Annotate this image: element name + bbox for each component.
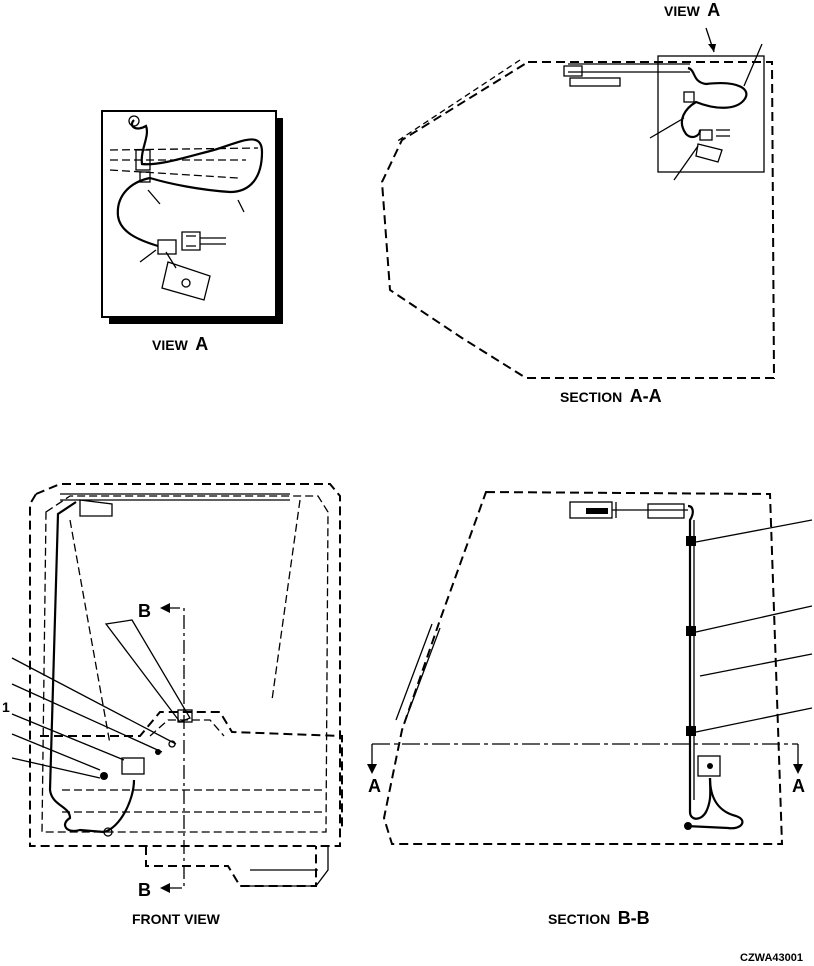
drawing-id: CZWA43001 [740,952,803,964]
section-bb-outline [382,490,784,845]
section-aa [380,27,776,379]
section-aa-switch [699,129,713,141]
roof-bracket [569,77,621,87]
cut-line-bb [166,607,185,889]
cut-arrow-a-left [367,764,377,774]
bb-roof-bracket [647,503,685,519]
clamp-bolt [139,171,151,183]
switch-terminals [181,231,201,251]
front-view [11,483,343,893]
section-aa-leaders [649,43,763,181]
bracket-hole [181,278,191,288]
bb-clip-3 [686,726,696,736]
door-glass [395,623,441,725]
switch-bracket [161,261,211,301]
cut-line-aa-ends [371,744,799,770]
section-aa-harness [680,66,748,139]
bb-connector [684,822,692,830]
front-view-title: FRONT VIEW [132,911,221,927]
section-aa-edge [395,59,521,143]
section-bb-leaders [695,519,813,733]
cut-arrow-b-top [160,603,170,613]
section-aa-outline [380,61,776,379]
front-harness [48,501,136,834]
cut-label-a-left: A [368,776,381,796]
view-a-detail [101,110,283,324]
cut-arrow-a-right [793,764,803,774]
bb-switch [697,755,721,777]
pipe-guide [109,147,259,179]
cab-inner-frame [41,495,329,833]
bb-roof-light-lens [586,508,608,514]
view-a-frame [101,110,277,318]
cut-label-a-right: A [792,776,805,796]
section-bb [367,490,813,845]
view-a-callout-label: VIEW A [664,0,720,20]
bb-switch-knob [707,763,713,769]
section-aa-bracket [695,143,723,163]
wiper-arm [104,619,191,723]
section-bb-title: SECTION B-B [548,908,650,928]
view-a-callout-arrow [708,44,716,52]
bb-roof-rail [612,502,688,518]
view-a-leaders [139,189,245,263]
wiper-pivot [177,709,193,723]
console-lines [62,789,326,813]
front-roof-light [79,499,113,517]
console-top [40,711,343,830]
bb-clip-1 [686,536,696,546]
switch-screw [100,772,108,780]
bb-harness [687,504,712,820]
section-aa-leads [716,129,730,137]
cut-label-b-bottom: B [138,880,151,900]
cab-base [145,846,317,887]
harness-loop [116,119,264,248]
front-roof-rail [60,493,290,501]
harness-connector [128,115,140,127]
switch-leads [200,237,226,245]
windshield-pillars [69,499,301,745]
front-harness-connector [103,827,113,837]
clamp [135,149,151,171]
front-switch [121,757,145,775]
roof-light [563,65,583,77]
view-a-title: VIEW A [152,334,208,354]
bb-clip-2 [686,626,696,636]
cab-base-solid [240,846,329,887]
console-hump [149,719,225,737]
roof-rail [568,63,690,73]
cab-outer-frame [29,483,341,847]
front-view-leaders [11,657,177,779]
bracket-link [165,251,177,269]
cut-label-b-top: B [138,601,151,621]
view-a-callout-box [657,55,765,173]
bb-lower-harness [685,777,744,830]
section-aa-title: SECTION A-A [560,386,662,406]
callout-number: 1 [2,699,10,715]
cut-arrow-b-bottom [160,883,170,893]
section-aa-clamp [683,91,695,103]
